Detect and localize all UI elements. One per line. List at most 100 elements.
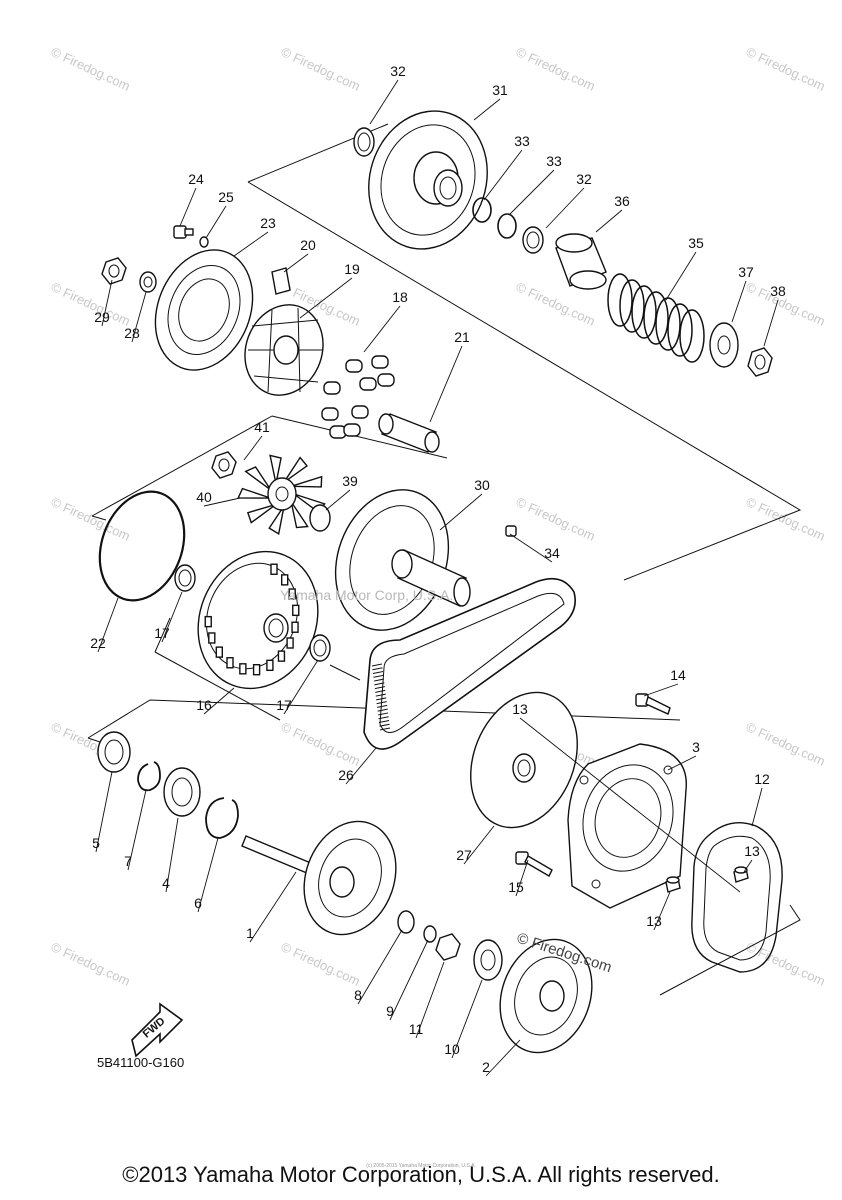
callout-label: 17 [276,697,292,713]
callout-label: 5 [92,835,100,851]
callout-label: 26 [338,767,354,783]
callout-label: 33 [514,133,530,149]
callout-label: 41 [254,419,270,435]
leader-line [731,280,747,323]
bolt-part-24 [173,225,194,239]
callout-label: 19 [344,261,360,277]
callout-label: 40 [196,489,212,505]
circlip-part-9 [423,925,437,943]
leader-line [509,169,555,215]
washer-part-25 [199,236,209,248]
watermark-tile: © Firedog.com [744,719,828,769]
leader-line [509,533,553,563]
watermark-tile: © Firedog.com [279,44,363,94]
secondary-fixed-sheave-part-31 [368,110,488,250]
watermark-tile: © Firedog.com [49,939,133,989]
leader-line [363,305,401,353]
weights-part-18 [321,355,395,439]
compression-spring-part-35 [607,273,705,363]
leader-line [519,717,741,893]
callout-label: 3 [692,739,700,755]
leader-line [665,251,697,301]
circlip-part-6 [205,797,239,839]
needle-bearing-part-8 [397,910,415,934]
leader-line [233,231,269,257]
oil-seal-part-17-left [174,564,196,592]
callout-label: 13 [744,843,760,859]
callout-label: 4 [162,875,170,891]
leader-line [743,859,753,873]
leader-line [127,789,147,871]
gasket-part-12 [691,822,783,973]
leader-line [463,825,495,865]
oil-seal-part-32-lower [522,226,544,254]
callout-label: 7 [124,853,132,869]
diagram-code: 5B41100-G160 [97,1055,185,1070]
callout-label: 9 [386,1003,394,1019]
callout-label: 17 [154,625,170,641]
leader-line [595,209,623,233]
watermark-tile: © Firedog.com [279,939,363,989]
callout-label: 18 [392,289,408,305]
callout-label: 36 [614,193,630,209]
callout-label: 28 [124,325,140,341]
bolt-part-14 [635,693,671,715]
oil-seal-part-17-right [309,634,331,662]
watermark-tile: © Firedog.com [279,719,363,769]
leader-line [95,771,113,853]
callout-label: 34 [544,545,560,561]
callout-label: 31 [492,82,508,98]
leader-line [357,929,403,1005]
bolt-part-34 [505,525,517,537]
callout-label: 20 [300,237,316,253]
leader-line [763,299,779,347]
leader-line [205,205,227,239]
callout-label: 13 [512,701,528,717]
dowel-pin-part-13-b [665,876,681,893]
leader-line [415,961,445,1039]
callout-label: 8 [354,987,362,1003]
leader-line [643,683,679,697]
leader-line [197,837,219,913]
leader-line [203,687,235,715]
bearing-part-10 [473,939,503,981]
leader-line [369,79,399,125]
primary-fixed-sheave-part-30 [334,489,471,631]
callout-label: 15 [508,879,524,895]
leader-line [389,939,429,1021]
clutch-housing-part-3 [567,743,687,909]
secondary-sliding-sheave-part-27 [470,691,578,829]
watermark-tile: © Firedog.com [514,494,598,544]
leader-line [165,817,179,893]
callout-label: 2 [482,1059,490,1075]
nut-part-29 [101,257,127,285]
spring-seat-part-36 [555,233,607,290]
leader-line [667,755,697,771]
fan-part-40 [237,454,326,536]
leader-line [515,859,529,897]
leader-line [203,497,241,507]
callout-label: 13 [646,913,662,929]
callout-label: 38 [770,283,786,299]
washer-part-28 [139,271,157,293]
leader-line [345,747,377,785]
leader-line [97,597,119,653]
nut-part-38 [747,347,773,377]
callout-label: 1 [246,925,254,941]
leader-line [473,98,501,121]
watermark-tile: © Firedog.com [744,939,828,989]
bush-part-39 [309,504,331,532]
forward-direction-arrow: FWD [131,1002,184,1058]
callout-label: 27 [456,847,472,863]
leader-lines [95,79,779,1077]
center-watermark: Yamaha Motor Corp, U.S.A. [280,587,453,603]
callout-label: 22 [90,635,106,651]
leader-line [545,187,585,229]
callout-labels: 1234567891011121313131415161717181920212… [90,63,786,1075]
collar-part-21 [378,413,440,453]
circlip-part-7 [137,761,161,792]
callout-label: 23 [260,215,276,231]
leader-line [243,435,263,461]
fine-print: (c) 2005-2015 Yamaha Motor Corporation, … [366,1163,476,1169]
